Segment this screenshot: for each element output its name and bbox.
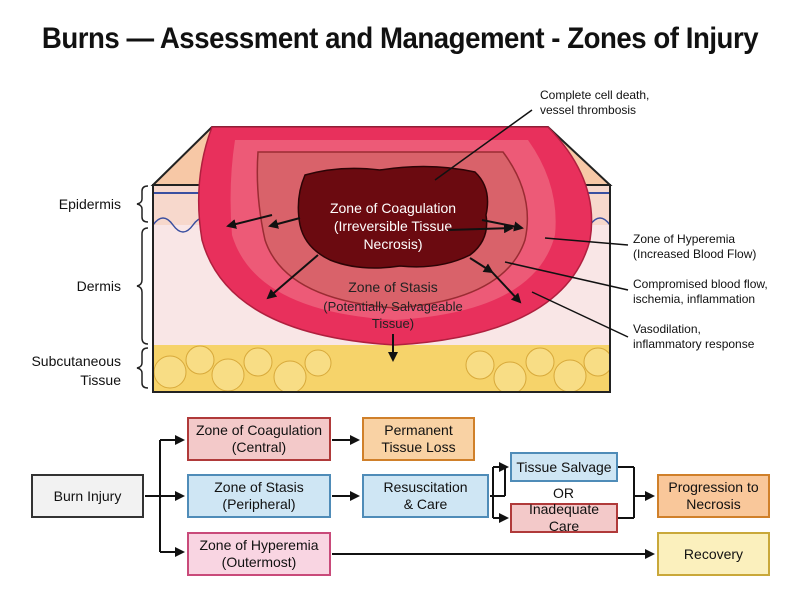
callout-lines <box>434 109 629 338</box>
or-label: OR <box>553 485 574 501</box>
stasis-zone-line3: Tissue) <box>372 316 414 331</box>
hyperemia-box: Zone of Hyperemia (Outermost) <box>187 532 331 576</box>
stasis-zone-line1: Zone of Stasis <box>348 279 438 295</box>
progression-line1: Progression to <box>668 479 759 495</box>
vasodilation-callout-1: Vasodilation, <box>633 322 701 336</box>
cell-death-callout-2: vessel thrombosis <box>540 103 636 117</box>
tissue-salvage-box: Tissue Salvage <box>510 452 618 482</box>
recovery-box: Recovery <box>657 532 770 576</box>
spread-arrows <box>226 214 524 362</box>
compromised-callout-2: ischemia, inflammation <box>633 292 755 306</box>
burn-injury-box: Burn Injury <box>31 474 144 518</box>
hyperemia-callout-2: (Increased Blood Flow) <box>633 247 756 261</box>
flow-connectors <box>145 435 655 559</box>
resuscitation-box: Resuscitation & Care <box>362 474 489 518</box>
zone-coagulation-shape <box>297 165 489 269</box>
subcutaneous-label-2: Tissue <box>80 372 121 388</box>
progression-line2: Necrosis <box>686 496 741 512</box>
permanent-loss-box: Permanent Tissue Loss <box>362 417 475 461</box>
progression-box: Progression to Necrosis <box>657 474 770 518</box>
stasis-box-line2: (Peripheral) <box>222 496 296 512</box>
burn-injury-label: Burn Injury <box>53 487 122 504</box>
layer-braces <box>136 185 149 389</box>
permanent-loss-line2: Tissue Loss <box>381 439 456 455</box>
stasis-box-line1: Zone of Stasis <box>214 479 304 495</box>
resuscitation-line1: Resuscitation <box>383 479 468 495</box>
subcutaneous-label-1: Subcutaneous <box>31 353 121 369</box>
hyperemia-box-line2: (Outermost) <box>221 554 297 570</box>
compromised-callout-1: Compromised blood flow, <box>633 277 768 291</box>
recovery-label: Recovery <box>683 545 744 562</box>
epidermis-label: Epidermis <box>59 196 121 212</box>
coag-zone-line1: Zone of Coagulation <box>330 200 456 216</box>
page-title: Burns — Assessment and Management - Zone… <box>41 22 759 55</box>
resuscitation-line2: & Care <box>403 496 448 512</box>
cell-death-callout-1: Complete cell death, <box>540 88 649 102</box>
permanent-loss-line1: Permanent <box>384 422 453 438</box>
coag-zone-line2: (Irreversible Tissue <box>334 218 452 234</box>
inadequate-care-box: Inadequate Care <box>510 501 618 534</box>
stasis-box: Zone of Stasis (Peripheral) <box>187 474 331 518</box>
dermis-label: Dermis <box>77 278 121 294</box>
coag-zone-line3: Necrosis) <box>363 236 422 252</box>
vasodilation-callout-2: inflammatory response <box>633 337 755 351</box>
coagulation-box: Zone of Coagulation (Central) <box>187 417 331 461</box>
tissue-salvage-label: Tissue Salvage <box>516 458 612 475</box>
hyperemia-callout-1: Zone of Hyperemia <box>633 232 735 246</box>
inadequate-care-label: Inadequate Care <box>528 501 600 534</box>
coagulation-box-line2: (Central) <box>231 439 287 455</box>
hyperemia-box-line1: Zone of Hyperemia <box>199 537 319 553</box>
stasis-zone-line2: (Potentially Salvageable <box>323 299 462 314</box>
coagulation-box-line1: Zone of Coagulation <box>195 422 323 438</box>
